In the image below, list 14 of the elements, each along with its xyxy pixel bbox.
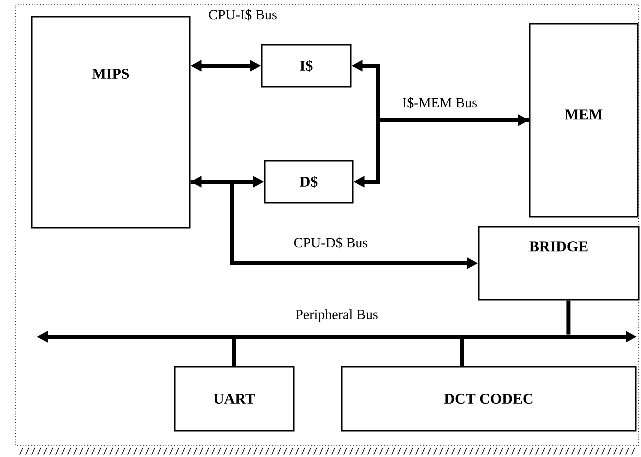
block-box: BRIDGE bbox=[478, 226, 640, 301]
connector-line bbox=[460, 339, 464, 366]
edge-label: CPU-D$ Bus bbox=[292, 236, 370, 250]
connector-line bbox=[566, 300, 571, 335]
connector-line bbox=[232, 339, 236, 366]
edge-label: CPU-I$ Bus bbox=[208, 8, 278, 22]
block-box: I$ bbox=[261, 44, 352, 88]
block-box: MIPS bbox=[31, 16, 191, 229]
block-box: DCT CODEC bbox=[341, 366, 637, 432]
bus-label: Peripheral Bus bbox=[296, 310, 378, 322]
block-box: MEM bbox=[529, 23, 639, 218]
block-box: UART bbox=[174, 366, 295, 432]
edge-label: I$-MEM Bus bbox=[401, 96, 479, 110]
block-box: D$ bbox=[264, 160, 354, 204]
